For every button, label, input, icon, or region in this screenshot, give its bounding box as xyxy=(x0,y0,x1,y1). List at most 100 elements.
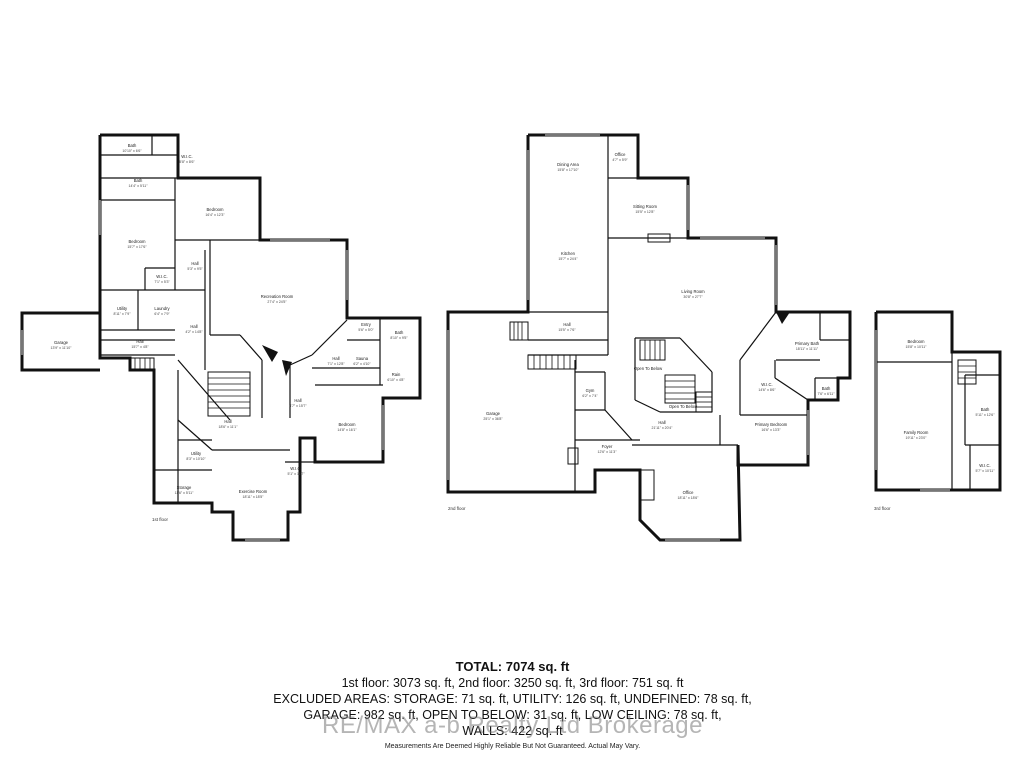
floor-3-labels: Bedroom 15'8" x 10'11" Bath 5'11" x 12'6… xyxy=(874,339,995,511)
room-name: Kitchen xyxy=(561,251,576,256)
room-dims: 4'7" x 5'9" xyxy=(612,158,628,162)
excluded-areas-line-3: WALLS: 422 sq. ft xyxy=(462,724,563,738)
room-dims: 19'11" x 23'0" xyxy=(906,436,928,440)
room-dims: 16'6" x 13'3" xyxy=(761,428,781,432)
room-name: Family Room xyxy=(904,430,929,435)
room-name: Bedroom xyxy=(129,239,147,244)
room-dims: 18'11" x 18'5" xyxy=(243,495,265,499)
floor-label: 1st floor xyxy=(152,517,169,522)
room-dims: 15'8" x 10'11" xyxy=(906,345,928,349)
floor-plan-drawing: Bath 10'10" x 6'6" W.I.C. 5'8" x 8'6" Ba… xyxy=(20,133,1002,542)
floor-label: 3rd floor xyxy=(874,506,891,511)
room-dims: 11'6" x 5'11" xyxy=(175,491,194,495)
room-dims: 18'6" x 11'1" xyxy=(219,425,239,429)
room-dims: 15'7" x 24'4" xyxy=(558,257,578,261)
room-dims: 12'6" x 11'3" xyxy=(598,450,618,454)
room-name: Garage xyxy=(54,340,69,345)
room-dims: 8'11" x 7'9" xyxy=(114,312,132,316)
room-name: Bath xyxy=(134,178,143,183)
room-dims: 6'2" x 7'4" xyxy=(582,394,598,398)
floor-2-labels: Dining Area 15'8" x 17'10" Office 4'7" x… xyxy=(448,152,835,511)
room-name: Rain xyxy=(392,372,401,377)
room-name: Dining Area xyxy=(557,162,579,167)
room-name: Entry xyxy=(361,322,372,327)
room-dims: 8'3" x 10'10" xyxy=(186,457,206,461)
room-name: Utility xyxy=(191,451,202,456)
floor-1-labels: Bath 10'10" x 6'6" W.I.C. 5'8" x 8'6" Ba… xyxy=(51,143,409,522)
room-dims: 25'1" x 36'8" xyxy=(483,417,503,421)
room-name: Bedroom xyxy=(207,207,225,212)
room-dims: 14'6" x 8'6" xyxy=(758,388,776,392)
floor-3-plan xyxy=(874,310,1002,492)
excluded-areas-line-1: EXCLUDED AREAS: STORAGE: 71 sq. ft, UTIL… xyxy=(273,692,752,706)
room-name: Bath xyxy=(395,330,404,335)
room-name: Primary Bedroom xyxy=(755,422,788,427)
room-name: W.I.C. xyxy=(979,463,990,468)
room-name: Living Room xyxy=(681,289,705,294)
room-dims: 6'10" x 4'8" xyxy=(387,378,405,382)
room-name: Bath xyxy=(981,407,990,412)
room-dims: 18'11" x 18'6" xyxy=(678,496,700,500)
room-dims: 5'6" x 5'0" xyxy=(358,328,374,332)
area-summary: TOTAL: 7074 sq. ft 1st floor: 3073 sq. f… xyxy=(0,658,1025,753)
room-dims: 7'1" x 5'3" xyxy=(154,280,170,284)
floor-1-plan xyxy=(20,133,422,542)
room-dims: 5'8" x 8'6" xyxy=(179,160,195,164)
total-area: TOTAL: 7074 sq. ft xyxy=(455,659,570,674)
room-dims: 15'5" x 12'8" xyxy=(635,210,655,214)
room-name: Gym xyxy=(586,388,595,393)
room-name: Hall xyxy=(294,398,301,403)
room-dims: 5'1" x 11'7" xyxy=(288,472,306,476)
room-dims: 7'6" x 6'11" xyxy=(818,392,836,396)
room-name: Garage xyxy=(486,411,501,416)
room-dims: 4'2" x 14'8" xyxy=(185,330,203,334)
room-dims: 15'7" x 17'6" xyxy=(127,245,147,249)
room-dims: 16'4" x 12'3" xyxy=(205,213,225,217)
room-dims: 30'8" x 27'7" xyxy=(683,295,703,299)
room-name: Laundry xyxy=(154,306,170,311)
room-name: Open To Below xyxy=(669,404,698,409)
room-dims: 13'9" x 11'10" xyxy=(51,346,73,350)
floor-areas: 1st floor: 3073 sq. ft, 2nd floor: 3250 … xyxy=(341,676,684,690)
room-name: Sauna xyxy=(356,356,369,361)
floor-2-plan xyxy=(446,133,852,542)
room-name: Office xyxy=(683,490,695,495)
room-name: Hall xyxy=(332,356,339,361)
room-dims: 5'11" x 12'6" xyxy=(976,413,996,417)
room-dims: 5'7" x 10'11" xyxy=(976,469,996,473)
excluded-areas-line-2: GARAGE: 982 sq. ft, OPEN TO BELOW: 31 sq… xyxy=(303,708,722,722)
room-dims: 15'5" x 7'6" xyxy=(558,328,576,332)
room-dims: 7'1" x 12'8" xyxy=(327,362,345,366)
room-name: Exercise Room xyxy=(239,489,268,494)
room-dims: 10'10" x 6'6" xyxy=(122,149,142,153)
room-name: Hall xyxy=(563,322,570,327)
room-name: Hall xyxy=(658,420,665,425)
room-name: Bath xyxy=(822,386,831,391)
floor-label: 2nd floor xyxy=(448,506,466,511)
room-dims: 15'8" x 17'10" xyxy=(557,168,579,172)
room-dims: 6'4" x 7'9" xyxy=(154,312,170,316)
room-name: Bedroom xyxy=(908,339,926,344)
room-dims: 18'11" x 11'11" xyxy=(796,347,819,351)
room-name: Recreation Room xyxy=(261,294,294,299)
room-name: Bath xyxy=(128,143,137,148)
room-name: Bedroom xyxy=(339,422,357,427)
room-name: Foyer xyxy=(602,444,613,449)
room-name: Primary Bath xyxy=(795,341,820,346)
room-dims: 21'11" x 20'4" xyxy=(652,426,674,430)
room-dims: 4'7" x 15'7" xyxy=(289,404,307,408)
floor-plans: Bath 10'10" x 6'6" W.I.C. 5'8" x 8'6" Ba… xyxy=(20,133,1002,542)
room-dims: 15'7" x 4'8" xyxy=(131,345,149,349)
room-name: Open To Below xyxy=(634,366,663,371)
room-name: W.I.C. xyxy=(181,154,192,159)
room-name: Storage xyxy=(177,485,192,490)
room-name: Hall xyxy=(136,339,143,344)
room-name: W.I.C. xyxy=(156,274,167,279)
room-dims: 27'4" x 24'5" xyxy=(267,300,287,304)
room-name: Utility xyxy=(117,306,128,311)
room-name: W.I.C. xyxy=(290,466,301,471)
room-dims: 6'2" x 4'10" xyxy=(353,362,371,366)
room-name: Hall xyxy=(191,261,198,266)
disclaimer: Measurements Are Deemed Highly Reliable … xyxy=(384,743,641,750)
brokerage-watermark: RE/MAX a-b Realty Ltd Brokerage xyxy=(322,712,703,739)
